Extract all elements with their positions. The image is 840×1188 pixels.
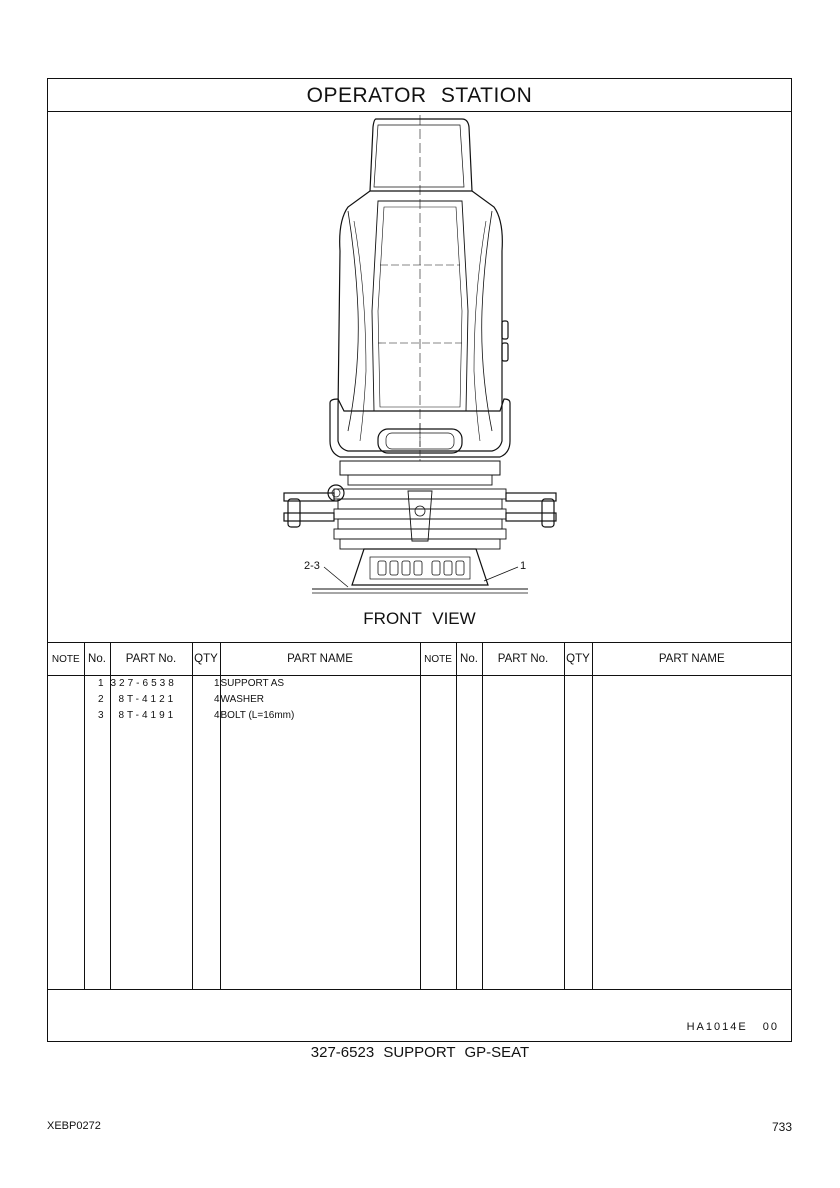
header-part-no: PART No. (109, 642, 193, 676)
parts-sheet-frame: OPERATOR STATION (47, 78, 792, 1042)
part-name: SUPPORT AS (220, 678, 285, 689)
part-number-column: 327-6538 8T-4121 8T-4191 (109, 675, 193, 990)
callout-1: 1 (520, 560, 526, 572)
part-number-column-right (481, 675, 565, 990)
parts-table: NOTE No. PART No. QTY PART NAME NOTE No.… (48, 642, 791, 990)
qty-column-right (563, 675, 593, 990)
part-no-index: 1 (97, 678, 104, 689)
drawing-code: HA1014E 00 (686, 1021, 779, 1033)
part-no-index: 3 (97, 710, 104, 721)
part-number: 8T-4191 (118, 710, 177, 721)
header-part-no-right: PART No. (481, 642, 565, 676)
no-column: 1 2 3 (83, 675, 111, 990)
group-caption: 327-6523 SUPPORT GP-SEAT (310, 1044, 530, 1061)
header-qty: QTY (191, 642, 221, 676)
header-qty-right: QTY (563, 642, 593, 676)
title-row: OPERATOR STATION (48, 79, 791, 112)
part-qty: 4 (213, 694, 220, 705)
part-number: 8T-4121 (118, 694, 177, 705)
page-number: 733 (771, 1120, 792, 1134)
table-body-row: 1 2 3 327-6538 8T-4121 8T-4191 1 4 4 SUP… (48, 675, 791, 990)
header-part-name: PART NAME (219, 642, 421, 676)
header-no-right: No. (455, 642, 483, 676)
header-no: No. (83, 642, 111, 676)
no-column-right (455, 675, 483, 990)
part-qty: 4 (213, 710, 220, 721)
table-header-row: NOTE No. PART No. QTY PART NAME NOTE No.… (48, 642, 791, 676)
sheet-footer-row: HA1014E 00 (48, 989, 791, 1042)
callout-2-3: 2-3 (304, 560, 320, 572)
seat-front-view-illustration: 2-3 1 (283, 115, 557, 594)
part-name-column: SUPPORT AS WASHER BOLT (L=16mm) (219, 675, 421, 990)
header-part-name-right: PART NAME (591, 642, 791, 676)
document-id: XEBP0272 (47, 1120, 101, 1132)
note-column-right (419, 675, 457, 990)
part-no-index: 2 (97, 694, 104, 705)
page-title: OPERATOR STATION (306, 84, 533, 107)
part-name-column-right (591, 675, 791, 990)
header-note-right: NOTE (419, 642, 457, 676)
seat-drawing: 2-3 1 FRONT VIEW (48, 111, 791, 643)
part-name: WASHER (220, 694, 265, 705)
view-label: FRONT VIEW (363, 609, 476, 628)
part-name: BOLT (L=16mm) (220, 710, 295, 721)
part-qty: 1 (213, 678, 220, 689)
part-number: 327-6538 (110, 678, 177, 689)
header-note: NOTE (48, 642, 85, 676)
qty-column: 1 4 4 (191, 675, 221, 990)
note-column (48, 675, 85, 990)
